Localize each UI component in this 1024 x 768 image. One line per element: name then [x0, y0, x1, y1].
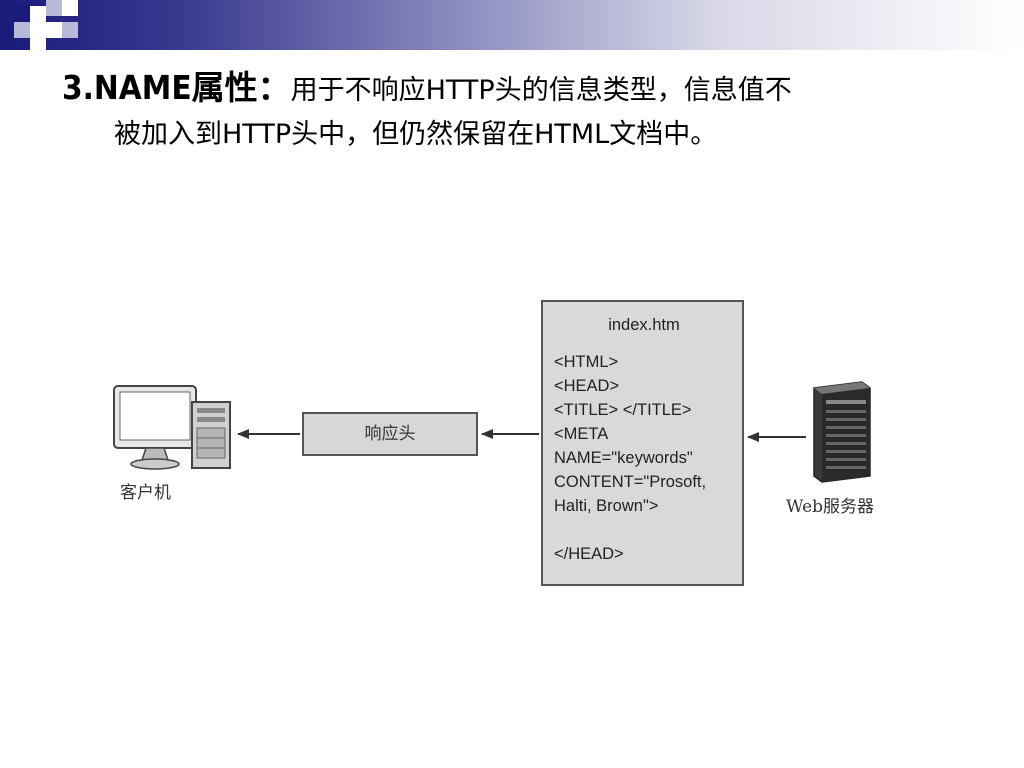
- response-header-box: 响应头: [302, 412, 478, 456]
- document-blank-line: [554, 518, 734, 542]
- heading-lead: 3.NAME属性：: [62, 68, 291, 107]
- document-filename: index.htm: [608, 316, 680, 334]
- document-line: <HTML>: [554, 353, 619, 371]
- decor-square: [46, 0, 62, 16]
- document-line: <HEAD>: [554, 377, 620, 395]
- client-label: 客户机: [120, 483, 171, 503]
- response-header-label: 响应头: [364, 424, 416, 444]
- html-document-box: index.htm <HTML> <HEAD> <TITLE> </TITLE>…: [541, 300, 744, 586]
- heading-line-2: 被加入到HTTP头中，但仍然保留在HTML文档中。: [114, 119, 718, 150]
- document-line: </HEAD>: [554, 545, 624, 563]
- document-line: Halti, Brown">: [554, 497, 659, 515]
- decor-square: [14, 22, 30, 38]
- decor-square: [30, 6, 46, 22]
- server-label: Web服务器: [786, 497, 875, 517]
- title-band: [0, 0, 1024, 50]
- decor-square: [30, 38, 46, 50]
- slide-heading: 3.NAME属性：用于不响应HTTP头的信息类型，信息值不 被加入到HTTP头中…: [62, 66, 992, 157]
- web-server-icon: [813, 381, 871, 483]
- decor-square: [30, 22, 46, 38]
- decor-square: [46, 22, 62, 38]
- document-line: CONTENT="Prosoft,: [554, 473, 707, 491]
- decor-square: [62, 0, 78, 16]
- document-line: NAME="keywords": [554, 449, 693, 467]
- heading-line-1: 3.NAME属性：用于不响应HTTP头的信息类型，信息值不: [62, 66, 992, 113]
- document-line: <META: [554, 425, 609, 443]
- decor-square: [14, 6, 30, 22]
- client-computer-icon: [113, 385, 231, 470]
- document-line: <TITLE> </TITLE>: [554, 401, 692, 419]
- heading-line-1-text: 用于不响应HTTP头的信息类型，信息值不: [290, 75, 792, 106]
- decor-square: [62, 22, 78, 38]
